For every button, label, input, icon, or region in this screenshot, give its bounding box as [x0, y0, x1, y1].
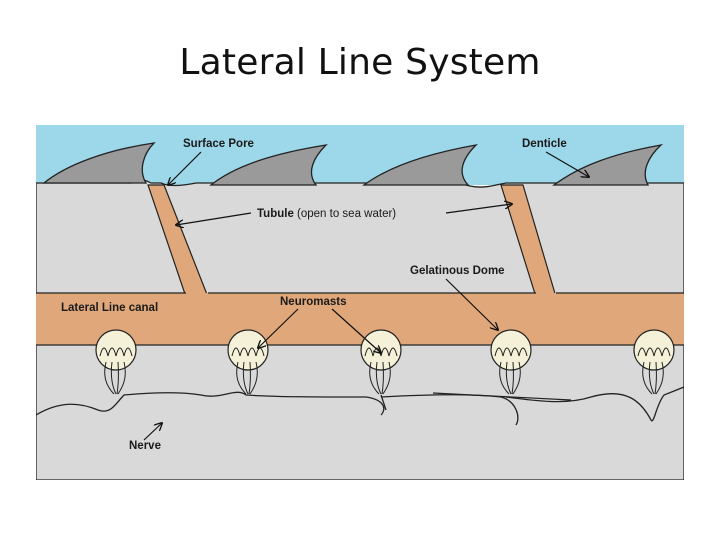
arrow-denticle	[545, 151, 589, 177]
arrow-surface-pore	[168, 151, 202, 185]
arrow-gelatinous-dome	[445, 278, 498, 330]
label-neuromasts: Neuromasts	[280, 296, 346, 308]
lateral-line-diagram: Surface Pore Denticle Tubule (open to se…	[36, 125, 684, 480]
arrow-neuromasts-left	[258, 308, 299, 348]
denticle-1	[42, 142, 156, 184]
neuromast-1	[95, 329, 137, 395]
arrow-nerve	[143, 423, 162, 441]
label-tubule-note: (open to sea water)	[294, 208, 396, 220]
label-lateral-line-canal: Lateral Line canal	[61, 302, 158, 314]
label-surface-pore: Surface Pore	[183, 138, 254, 150]
denticle-2	[209, 144, 328, 186]
arrow-tubule-left	[176, 212, 252, 225]
denticle-3	[362, 143, 478, 186]
arrow-neuromasts-right	[331, 308, 381, 353]
stray-line	[432, 392, 572, 401]
label-tubule-main: Tubule	[257, 208, 294, 220]
label-tubule: Tubule (open to sea water)	[257, 208, 396, 220]
neuromast-4	[490, 329, 532, 395]
lateral-line-canal	[36, 293, 684, 345]
neuromast-5	[633, 329, 675, 395]
label-nerve: Nerve	[129, 440, 161, 452]
label-gelatinous-dome: Gelatinous Dome	[410, 265, 505, 277]
slide-title: Lateral Line System	[179, 42, 541, 83]
label-denticle: Denticle	[522, 138, 567, 150]
arrow-tubule-right	[445, 204, 512, 214]
